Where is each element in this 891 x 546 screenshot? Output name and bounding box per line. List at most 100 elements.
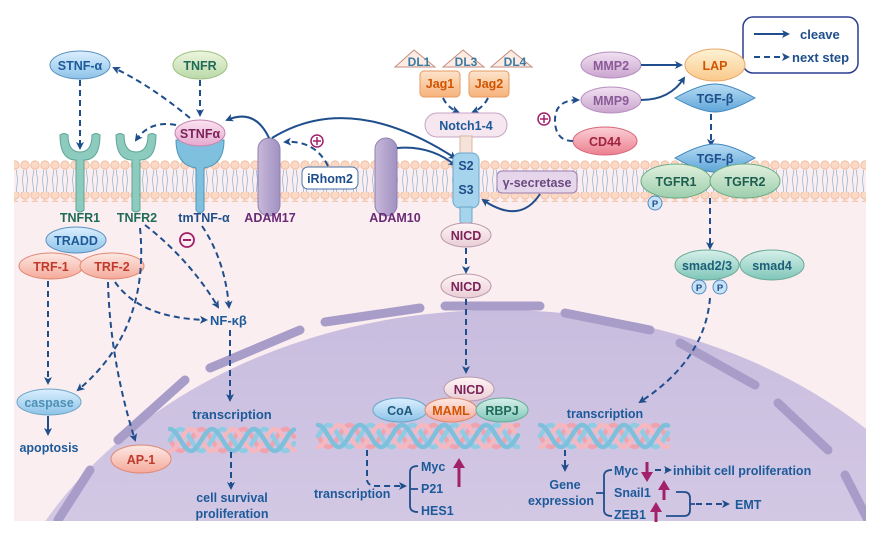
svg-text:MAML: MAML [432,404,470,418]
promote-icon-cd44 [537,112,551,126]
jag1-node: Jag1 [419,70,461,98]
tgf-beta-ligand: TGF-β [673,83,757,113]
nicd-node-2: NICD [440,273,492,299]
dna-helix-notch [315,422,521,450]
svg-text:TRADD: TRADD [54,234,98,248]
svg-text:CoA: CoA [387,404,413,418]
arrow-tmtnf-to-nfkb [201,225,233,309]
s3-site: S3 [458,183,473,197]
svg-text:AP-1: AP-1 [127,453,156,467]
tnfr1-receptor [59,133,101,213]
dna-strand-blue-2 [537,422,671,450]
downregulated-arrow-icon [641,462,653,482]
inhibit-icon [179,232,195,248]
svg-text:TRF-2: TRF-2 [94,260,129,274]
tgfr2-node: TGFR2 [709,163,781,199]
mmp9-node: MMP9 [580,86,642,114]
dl4-ligand: DL4 [489,49,534,69]
svg-text:γ-secretase: γ-secretase [503,176,572,190]
notch-transcription-label: transcription [314,487,390,501]
arrow-tnfr2-to-nfkb [144,224,220,309]
svg-text:STNFα: STNFα [180,127,221,141]
trf2-node: TRF-2 [79,252,145,280]
notch-target-p21: P21 [421,482,443,496]
gene-expression-line1: Gene [549,478,580,492]
arrow-trf2-to-ap1 [107,281,138,442]
outcome-line2: proliferation [196,507,269,521]
upregulated-arrow-zeb1 [650,502,662,522]
phospho-tgfr1: P [647,195,663,211]
svg-text:Jag1: Jag1 [426,77,455,91]
svg-text:Jag2: Jag2 [475,77,504,91]
smad4-node: smad4 [739,249,805,281]
upregulated-arrow-snail1 [658,480,670,500]
nicd-node-nuclear: NICD [443,376,495,402]
tmtnf-alpha-receptor [175,139,225,214]
phospho-smad-2: P [712,279,728,295]
dna-helix-tgf [537,422,671,450]
svg-text:DL3: DL3 [455,55,478,69]
ap1-node: AP-1 [110,444,172,474]
svg-text:MMP9: MMP9 [593,94,629,108]
adam10-protein [374,137,398,217]
legend-next-step-label: next step [792,50,849,65]
adam10-label: ADAM10 [369,211,420,225]
tnf-transcription-label: transcription [192,407,272,422]
dl3-ligand: DL3 [441,49,486,69]
tgfr1-node: TGFR1 [640,163,712,199]
nf-kb-label: NF-κβ [210,313,247,328]
tgf-transcription-label: transcription [567,407,643,421]
maml-node: MAML [424,397,478,423]
tnfr1-label: TNFR1 [60,211,100,225]
arrow-notch-dna-to-targets [366,450,407,490]
legend-cleave-label: cleave [800,27,840,42]
tnfr-node: TNFR [172,50,228,80]
emt-label: EMT [735,498,762,512]
tmtnf-alpha-label: tmTNF-α [178,211,230,225]
emt-bracket [666,491,695,517]
tgf-targets-bracket [596,469,613,517]
svg-text:NICD: NICD [454,383,485,397]
caspase-node: caspase [16,388,82,416]
notch-transmembrane: S2 S3 [452,152,480,225]
outcome-line1: cell survival [196,491,268,505]
arrow-stnfa-to-tnfr2 [134,123,177,142]
phospho-smad-1: P [691,279,707,295]
tgf-target-myc: Myc [614,464,638,478]
dna-strand-blue [167,426,297,454]
arrow-adam17-cleaves-notch-s2 [271,117,457,160]
arrow-adam10-cleaves-notch-s2 [396,146,457,167]
smad23-node: smad2/3 [674,249,740,281]
svg-text:iRhom2: iRhom2 [307,172,353,186]
dna-strand-blue [537,422,671,450]
arrow-adam17-cleaves-stnfa [225,113,270,139]
tnfr2-receptor [115,133,157,213]
tgf-target-snail1: Snail1 [614,486,651,500]
dna-strand-pink-2 [537,422,671,450]
dna-strand-blue-2 [315,422,521,450]
dna-strand-pink-2 [315,422,521,450]
svg-text:P: P [717,283,724,294]
tgf-pathway: MMP2 MMP9 CD44 LAP TGF-β TGF-β [528,48,811,522]
arrow-tnfr2-to-caspase [76,227,143,392]
irhom2-node: iRhom2 [301,166,359,190]
inhibit-proliferation-label: inhibit cell proliferation [673,464,811,478]
svg-text:TRF-1: TRF-1 [33,260,68,274]
notch-targets-bracket [409,465,419,513]
promote-icon [310,134,324,148]
nuclear-pores [53,301,866,521]
svg-text:DL4: DL4 [504,55,527,69]
dl-ligands: DL1 DL3 DL4 [393,49,534,69]
svg-text:RBPJ: RBPJ [485,404,518,418]
svg-text:NICD: NICD [451,229,482,243]
tradd-node: TRADD [45,226,107,254]
svg-text:Notch1-4: Notch1-4 [439,119,493,133]
tnf-pathway: STNF-α TNFR STNFα TNFR1 TNFR2 tmTNF-α [16,50,297,521]
svg-text:caspase: caspase [24,396,73,410]
gene-expression-line2: expression [528,494,594,508]
legend: cleave next step [742,16,859,74]
svg-text:DL1: DL1 [408,55,431,69]
arrow-stnfa-to-stnf-alpha [112,66,191,119]
cd44-node: CD44 [572,126,638,156]
